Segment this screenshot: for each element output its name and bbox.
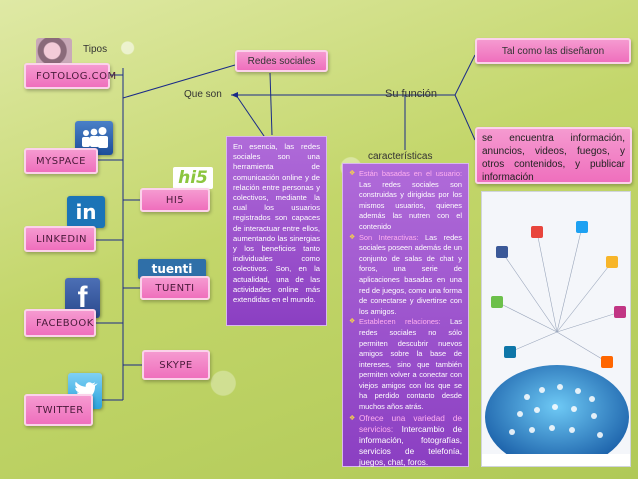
feature-head: Están basadas en el usuario: — [359, 169, 462, 178]
node-facebook-label: Facebook — [36, 317, 94, 329]
node-facebook[interactable]: Facebook — [24, 309, 96, 337]
hi5-logo-text: hi5 — [178, 168, 208, 188]
feature-item: Ofrece una variedad de servicios: Interc… — [349, 413, 462, 468]
node-hi5[interactable]: Hi5 — [140, 188, 210, 212]
node-fotolog[interactable]: Fotolog.com — [24, 63, 116, 89]
feature-body: Intercambio de información, fotografías,… — [359, 424, 462, 467]
feature-head: Son Interactivas: — [359, 232, 419, 242]
function-box: se encuentra información, anuncios, vide… — [475, 127, 632, 184]
node-tuenti[interactable]: Tuenti — [140, 276, 210, 300]
feature-body: Las redes sociales no sólo permiten desc… — [359, 317, 462, 412]
que-son-label: Que son — [184, 89, 222, 100]
hi5-logo-icon: hi5 — [173, 167, 213, 189]
feature-head: Establecen relaciones: — [359, 317, 441, 327]
tal-como-text: Tal como las diseñaron — [501, 45, 605, 57]
node-myspace[interactable]: Myspace — [24, 148, 98, 174]
social-network-globe-image — [481, 191, 631, 467]
node-linkedin-label: Linkedin — [36, 233, 88, 245]
node-skype[interactable]: Skype — [142, 350, 210, 380]
node-twitter-label: Twitter — [36, 404, 84, 416]
definition-text: En esencia, las redes sociales son una h… — [233, 142, 320, 305]
feature-body: Las redes sociales poseen además de un c… — [359, 232, 462, 316]
feature-item: Están basadas en el usuario: Las redes s… — [349, 169, 462, 233]
features-box: Están basadas en el usuario: Las redes s… — [342, 163, 469, 467]
node-hi5-label: Hi5 — [165, 194, 185, 206]
title-node[interactable]: Redes sociales — [235, 50, 328, 72]
tuenti-logo-text: tuenti — [151, 262, 193, 276]
function-text: se encuentra información, anuncios, vide… — [482, 133, 625, 183]
title-text: Redes sociales — [247, 55, 316, 67]
node-twitter[interactable]: Twitter — [24, 394, 93, 426]
caracteristicas-label: características — [368, 151, 433, 162]
tipos-label: Tipos — [83, 44, 108, 55]
linkedin-logo-text: in — [75, 200, 97, 224]
linkedin-logo-icon: in — [67, 196, 105, 228]
feature-body: Las redes sociales son construidas y dir… — [359, 179, 462, 231]
facebook-logo-text: f — [77, 281, 88, 314]
node-myspace-label: Myspace — [36, 155, 86, 167]
node-skype-label: Skype — [159, 359, 193, 371]
node-tuenti-label: Tuenti — [155, 282, 195, 294]
definition-box: En esencia, las redes sociales son una h… — [226, 136, 327, 326]
feature-item: Son Interactivas: Las redes sociales pos… — [349, 233, 462, 318]
feature-head: Ofrece una variedad de servicios: — [359, 413, 462, 434]
node-linkedin[interactable]: Linkedin — [24, 226, 96, 252]
tuenti-logo-icon: tuenti — [138, 259, 206, 279]
tal-como-node[interactable]: Tal como las diseñaron — [475, 38, 631, 64]
feature-item: Establecen relaciones: Las redes sociale… — [349, 317, 462, 412]
node-fotolog-label: Fotolog.com — [36, 70, 117, 82]
su-funcion-label: Su función — [385, 88, 437, 100]
